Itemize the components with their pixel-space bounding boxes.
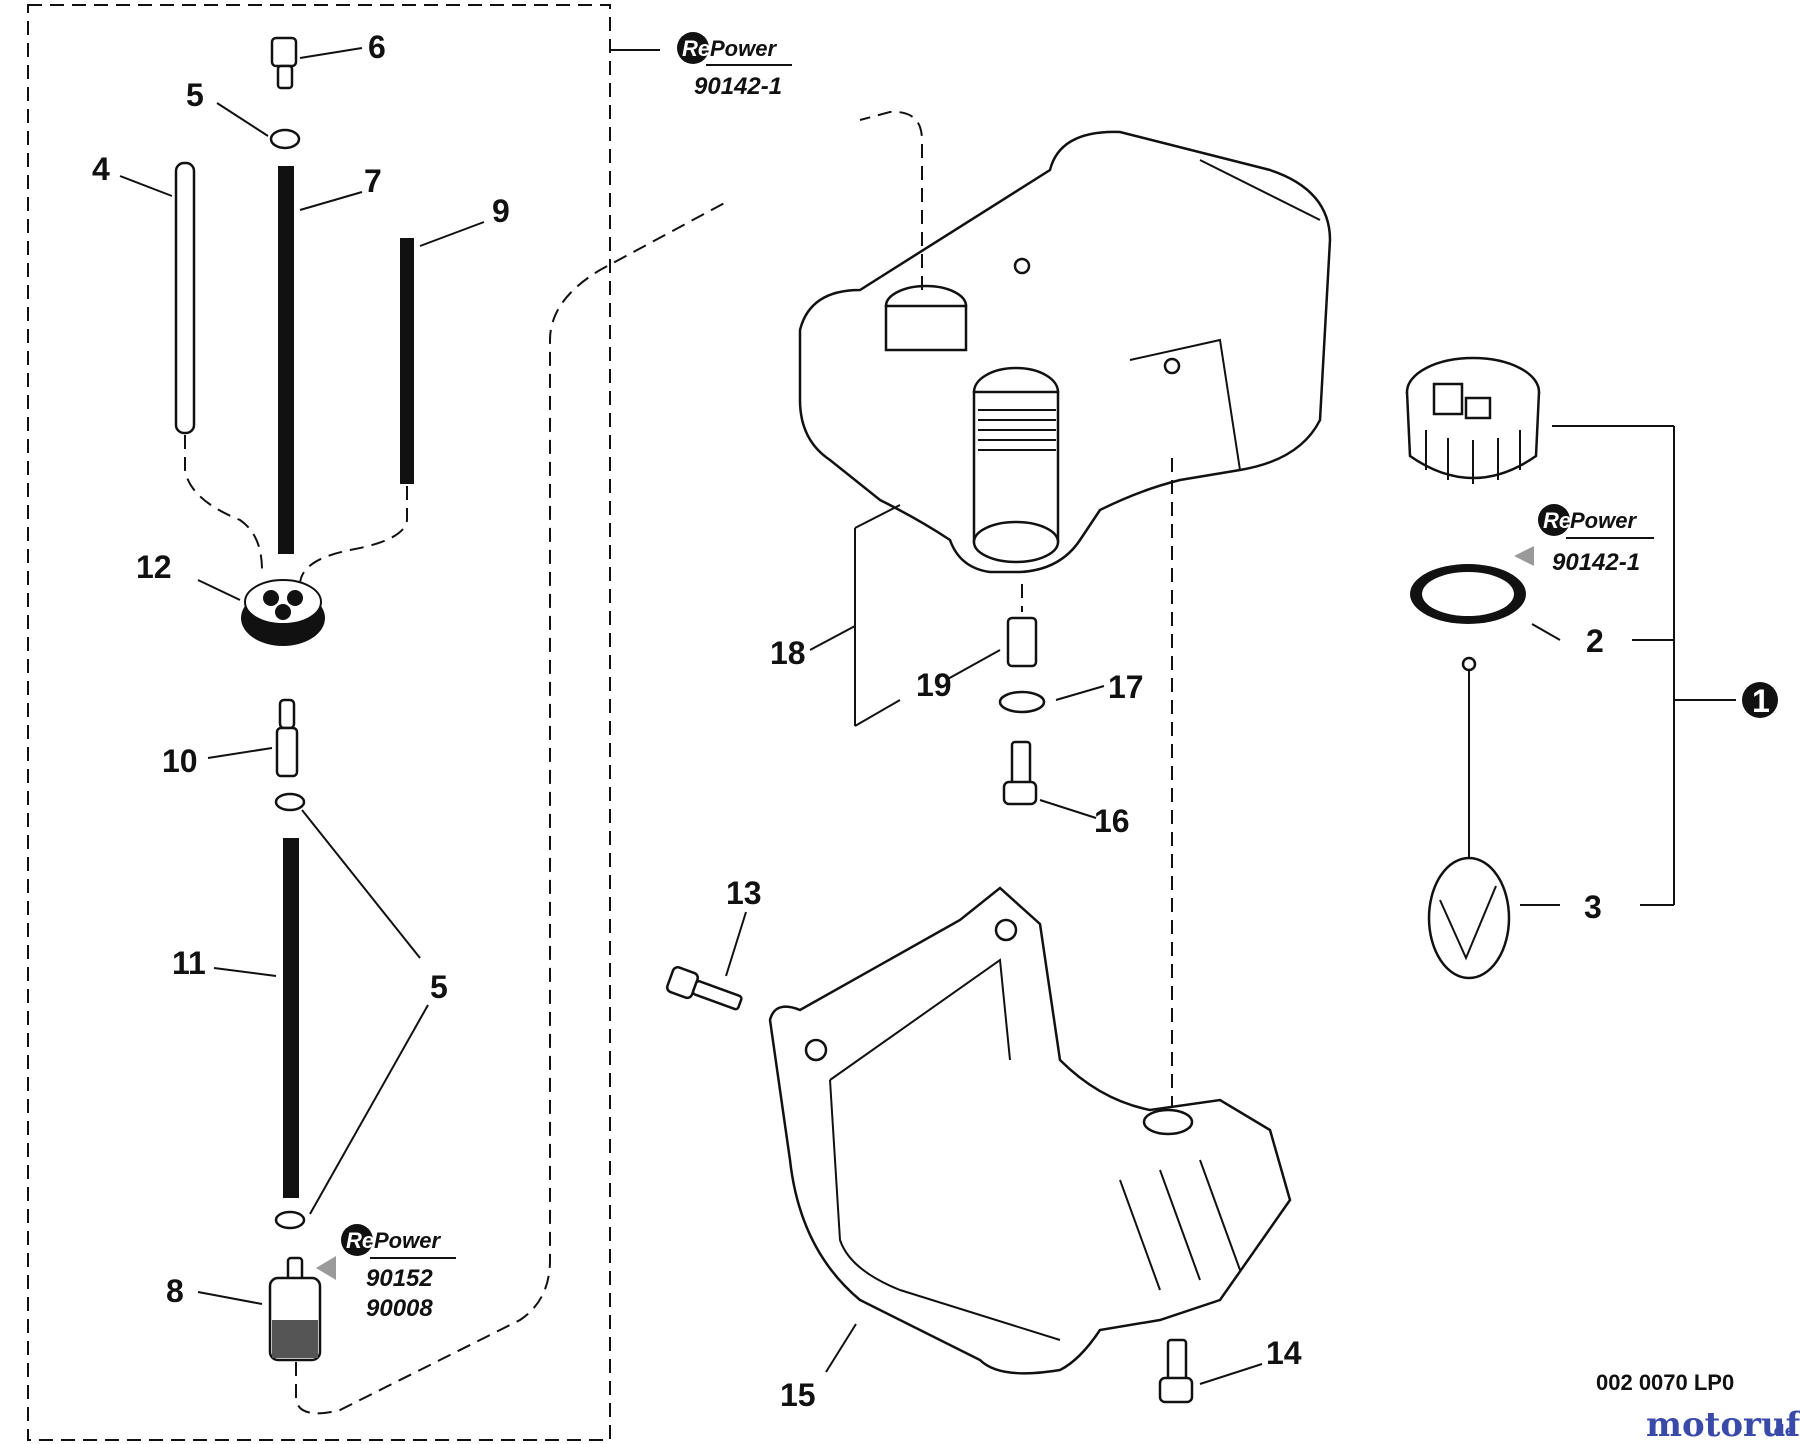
- callout-10: 10: [162, 743, 198, 779]
- kit-number-right: 90142-1: [1552, 549, 1640, 576]
- callout-13: 13: [726, 875, 762, 911]
- callouts: 1 2 3 4 5 5 6 7 8 9 10 11 12 13 14 15 16…: [92, 29, 1770, 1413]
- part-10-fitting: [207, 698, 299, 778]
- svg-text:Power: Power: [374, 1228, 441, 1253]
- callout-3: 3: [1584, 889, 1602, 925]
- callout-15: 15: [780, 1377, 816, 1413]
- part-9-black-tube: [299, 221, 485, 586]
- callout-8: 8: [166, 1273, 184, 1309]
- repower-logo-right: Re Power 90142-1: [1514, 504, 1654, 576]
- part-12-grommet: [197, 579, 325, 646]
- part-3-tether: [1427, 656, 1674, 980]
- svg-text:Re: Re: [682, 36, 710, 61]
- callout-5-top: 5: [186, 77, 204, 113]
- callout-1: 1: [1752, 683, 1770, 719]
- kit-number-bottom-1: 90152: [366, 1265, 433, 1292]
- watermark-suffix: .de: [1768, 1421, 1795, 1440]
- part-15-mount: [768, 458, 1292, 1375]
- part-5-bottom-ring: [274, 1004, 429, 1230]
- svg-text:Re: Re: [346, 1228, 374, 1253]
- part-2-gasket: [1410, 564, 1674, 641]
- part-8-fuel-filter: [197, 199, 731, 1415]
- callout-11: 11: [172, 945, 206, 981]
- watermark: motoruf .de: [1646, 1405, 1800, 1444]
- callout-6: 6: [368, 29, 386, 65]
- callout-2: 2: [1586, 623, 1604, 659]
- callout-19: 19: [916, 667, 952, 703]
- part-18-fuel-tank: [798, 110, 1332, 727]
- part-19-spacer: [945, 584, 1038, 681]
- part-17-washer: [998, 685, 1105, 714]
- kit-boundary: [27, 4, 660, 1441]
- part-1-fuel-cap-group: [1405, 356, 1778, 980]
- part-4-clear-tube: [119, 161, 263, 571]
- repower-logo-bottom: Re Power 90152 90008: [316, 1224, 456, 1322]
- callout-16: 16: [1094, 803, 1130, 839]
- svg-text:Re: Re: [1543, 508, 1571, 533]
- kit-number-bottom-2: 90008: [366, 1295, 433, 1322]
- svg-text:Power: Power: [710, 36, 777, 61]
- kit-number-top: 90142-1: [694, 73, 782, 100]
- part-5-middle-ring: [274, 792, 421, 959]
- part-13-screw: [665, 911, 747, 1011]
- svg-text:Power: Power: [1570, 508, 1637, 533]
- callout-12: 12: [136, 549, 172, 585]
- fuel-cap: [1405, 356, 1541, 484]
- callout-4: 4: [92, 151, 110, 187]
- repower-logo-top: Re Power 90142-1: [677, 32, 792, 100]
- part-14-screw: [1158, 1338, 1263, 1404]
- part-7-black-tube: [278, 166, 363, 554]
- part-11-black-tube: [213, 838, 299, 1198]
- part-6-fitting: [270, 36, 363, 90]
- callout-18: 18: [770, 635, 806, 671]
- part-5-top-ring: [216, 102, 301, 150]
- callout-14: 14: [1266, 1335, 1302, 1371]
- watermark-main: motoruf: [1646, 1405, 1800, 1444]
- callout-9: 9: [492, 193, 510, 229]
- callout-5-lower: 5: [430, 969, 448, 1005]
- callout-7: 7: [364, 163, 382, 199]
- diagram-code: 002 0070 LP0: [1596, 1370, 1734, 1395]
- part-16-screw: [1002, 740, 1097, 819]
- callout-17: 17: [1108, 669, 1144, 705]
